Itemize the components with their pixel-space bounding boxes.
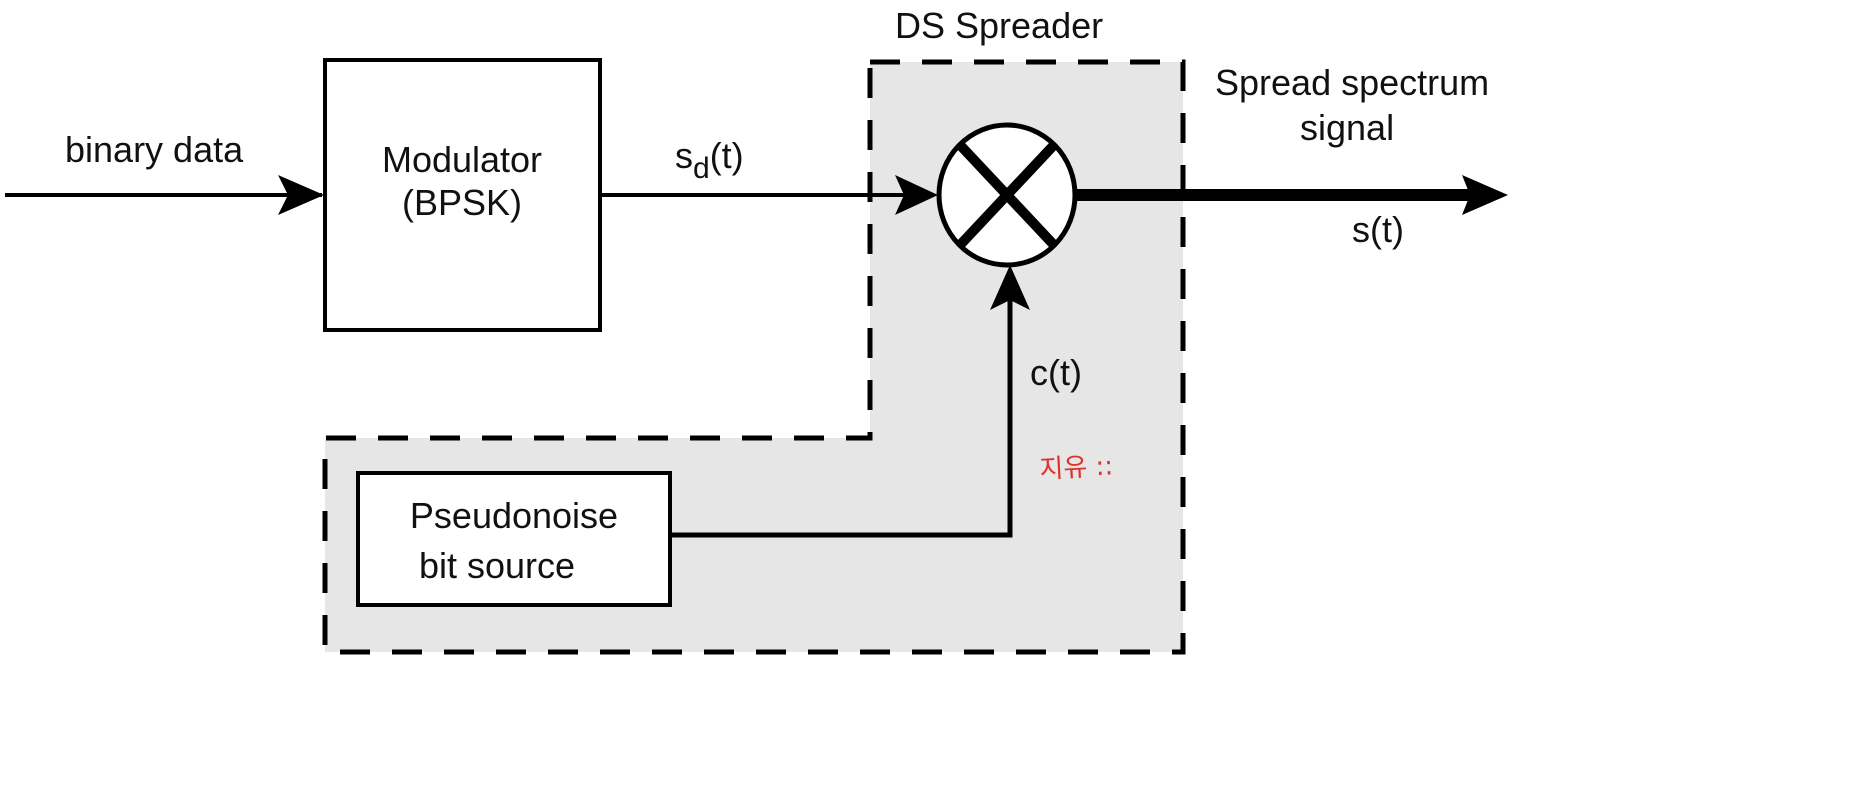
ds-spreader-title: DS Spreader (895, 5, 1103, 46)
code-signal-label: c(t) (1030, 352, 1082, 393)
output-label-line1: Spread spectrum (1215, 62, 1489, 103)
sd-signal-label: sd(t) (675, 135, 744, 185)
output-arrowhead (1462, 175, 1508, 215)
sd-tail: (t) (710, 135, 744, 176)
code-arrowhead (990, 265, 1030, 310)
sd-main: s (675, 135, 693, 176)
output-label-line2: signal (1300, 107, 1394, 148)
modulator-type-label: (BPSK) (402, 182, 522, 223)
modulator-label: Modulator (382, 139, 542, 180)
code-signal-path (670, 285, 1013, 538)
sd-subscript: d (693, 152, 710, 185)
sd-arrowhead (895, 175, 938, 215)
pseudonoise-source-block (356, 471, 672, 607)
input-arrowhead (278, 175, 324, 215)
modulator-block (323, 58, 602, 332)
input-label: binary data (65, 129, 244, 170)
output-signal-label: s(t) (1352, 209, 1404, 250)
handwritten-annotation: 지유 :: (1039, 451, 1114, 485)
pn-label-line1: Pseudonoise (410, 495, 618, 536)
pn-label-line2: bit source (419, 545, 575, 586)
circled-x-multiplier-icon (936, 122, 1078, 268)
